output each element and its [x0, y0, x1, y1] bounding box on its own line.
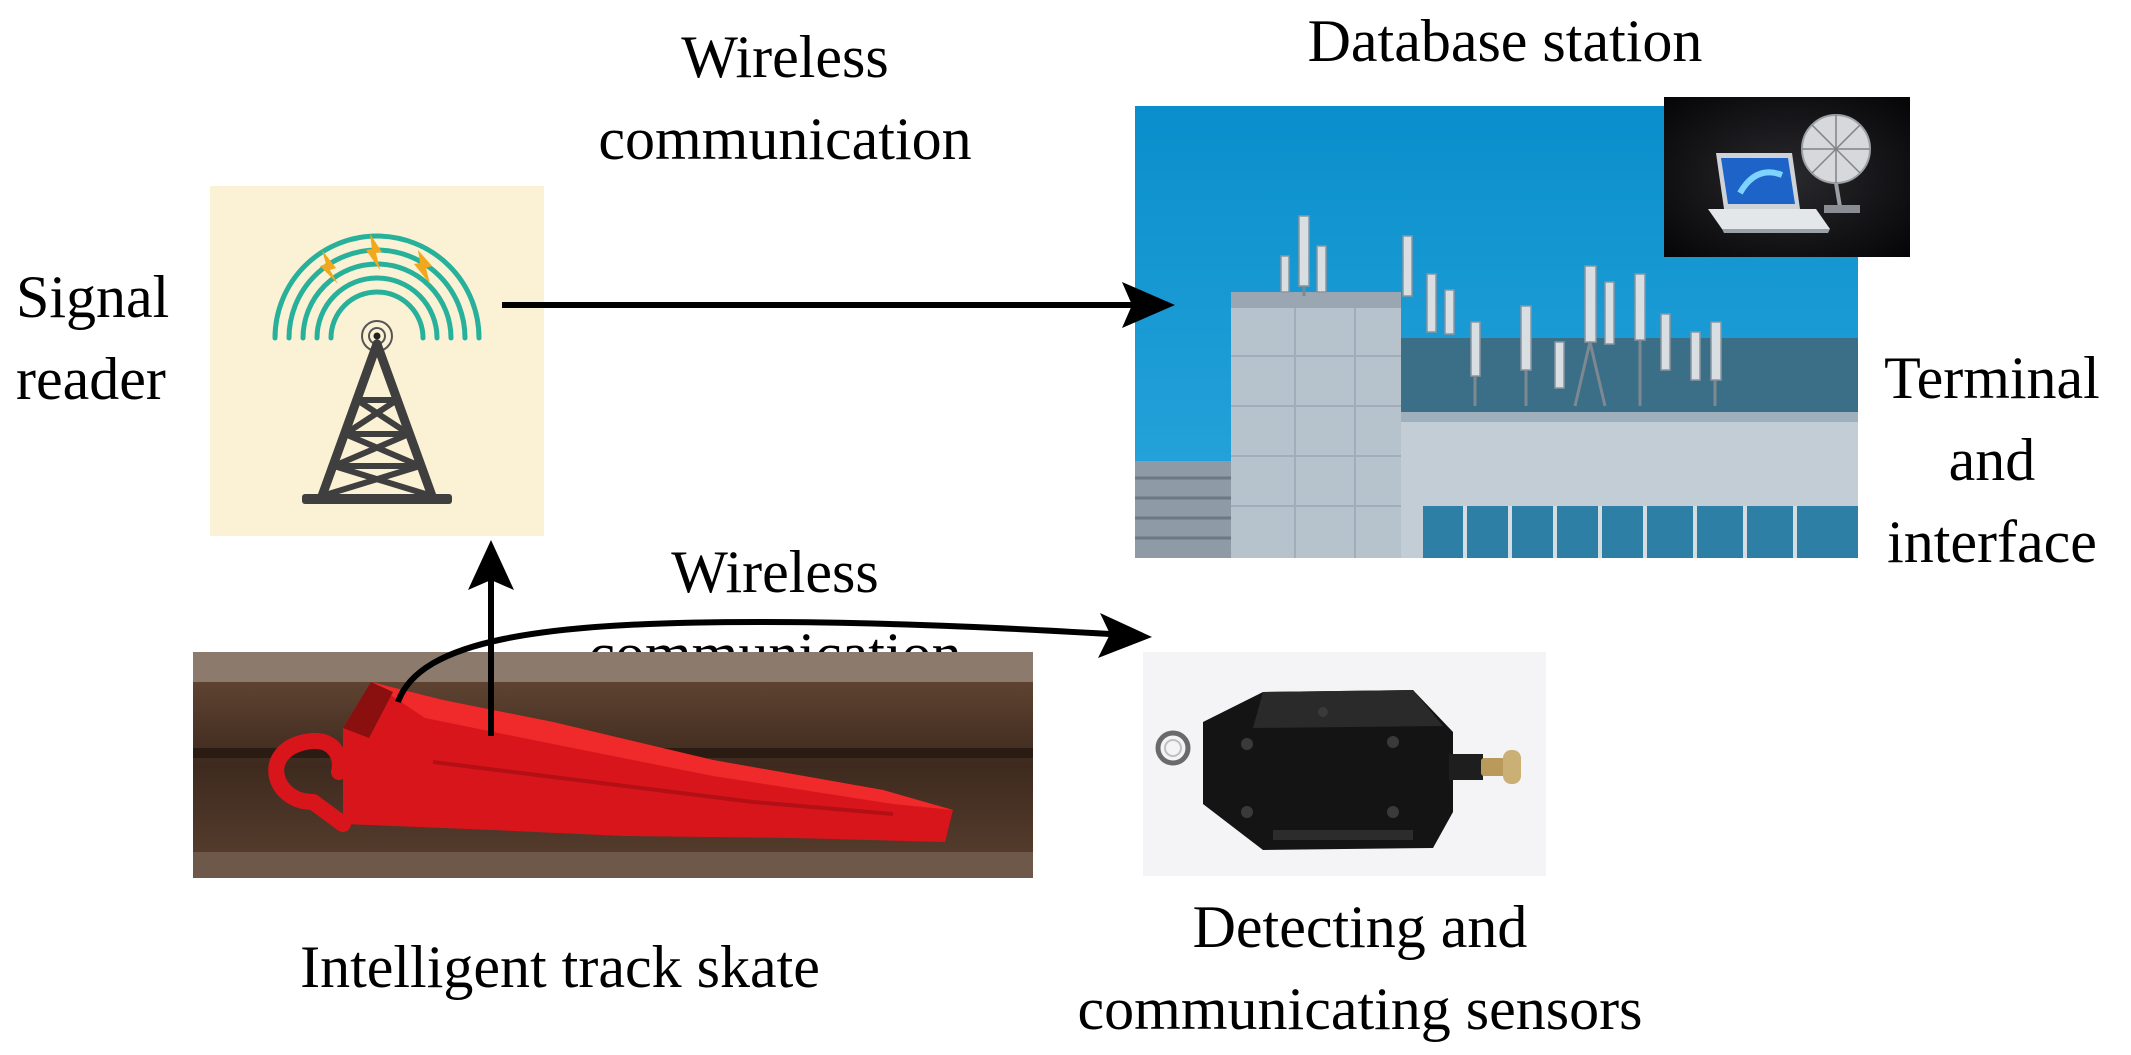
track-skate-icon	[193, 652, 1033, 878]
sensor-image	[1143, 652, 1546, 876]
label-wireless-top: Wireless communication	[598, 24, 972, 172]
sensor-device-icon	[1143, 652, 1546, 876]
label-database-station: Database station	[1307, 8, 1703, 74]
label-track-skate: Intelligent track skate	[300, 934, 820, 1000]
signal-reader-image	[210, 186, 544, 536]
label-sensors: Detecting and communicating sensors	[1077, 894, 1643, 1042]
terminal-image	[1664, 97, 1910, 257]
label-terminal-interface: Terminal and interface	[1884, 345, 2100, 575]
radio-tower-icon	[210, 186, 544, 536]
laptop-satellite-icon	[1664, 97, 1910, 257]
arrow-reader-to-station	[502, 282, 1175, 328]
label-signal-reader: Signal reader	[16, 264, 170, 412]
track-skate-image	[193, 652, 1033, 878]
